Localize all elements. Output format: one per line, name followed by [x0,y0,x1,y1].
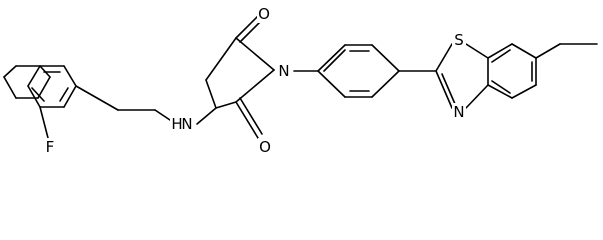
bond-line [196,107,217,125]
bond-line [511,84,537,99]
bond-line [59,87,69,102]
bond-line [75,85,119,111]
bond-line [323,49,346,72]
bond-line [435,70,453,109]
bond-line [235,69,275,103]
bond-line [3,76,17,99]
bond-line [239,19,263,43]
bond-line [239,97,263,135]
fluorine-atom-label: F [46,138,55,156]
bond-line [535,43,561,59]
bond-line [31,87,45,102]
bond-line [235,101,259,139]
bond-line [371,44,400,72]
carbonyl-oxygen-top-label: O [258,5,270,23]
bond-line [511,43,537,59]
bond-line [235,37,275,71]
bond-line [235,15,259,39]
bond-line [465,84,489,109]
bond-line [371,70,400,98]
bond-line [491,49,511,63]
sulfur-atom-label: S [454,31,464,49]
molecule-structure: F N H O O N S N [3,5,598,156]
bond-line [3,65,17,78]
amine-hydrogen-label: H [171,115,182,133]
bond-line [317,70,346,98]
bond-line [63,85,77,108]
bond-lines [3,15,598,139]
bond-line [205,37,237,81]
bond-line [487,84,513,99]
bond-line [465,43,489,59]
bond-line [215,101,237,109]
imide-nitrogen-label: N [278,62,289,80]
bond-line [435,43,453,72]
bond-line [317,44,346,72]
thiazole-nitrogen-label: N [453,103,464,121]
bond-line [27,85,41,108]
carbonyl-oxygen-bottom-label: O [259,138,271,156]
bond-line [487,43,513,59]
bond-line [27,65,41,87]
bond-line [63,65,77,87]
bond-line [39,106,49,139]
bond-line [37,76,51,99]
bond-line [491,80,511,94]
bond-line [205,79,217,109]
bond-line [441,73,456,105]
amine-nitrogen-label: N [181,115,192,133]
